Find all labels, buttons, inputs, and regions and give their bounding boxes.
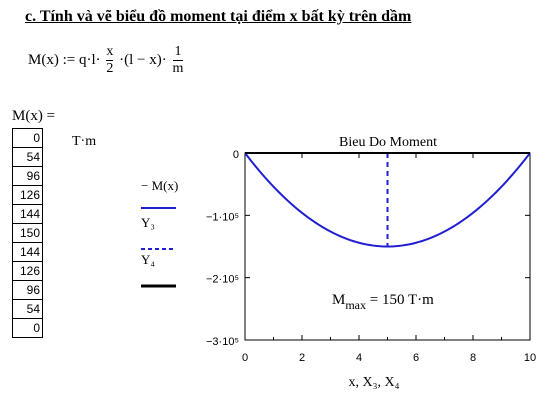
legend-label-1: − M(x) [141, 178, 178, 193]
fraction-bar [106, 60, 114, 61]
result-cell[interactable]: 126 [12, 261, 43, 281]
formula-assign: := [62, 51, 76, 68]
fraction-denominator: 2 [106, 61, 114, 76]
x-axis-label: x, X₃, X₄ [349, 375, 400, 390]
x-tick-label: 10 [524, 352, 536, 364]
fraction-denominator: m [172, 61, 184, 76]
max-moment-annotation: Mmax = 150 T·m [332, 292, 434, 312]
formula-fraction-1-over-m: 1 m [172, 44, 184, 77]
formula-fraction-x-over-2: x 2 [106, 44, 114, 77]
y-tick-label: −1·10⁵ [206, 211, 239, 223]
x-tick-label: 2 [299, 352, 305, 364]
legend-label-2: Y₃ [141, 215, 155, 230]
result-row: 150 [12, 223, 43, 243]
y-tick-label: −2·10⁵ [206, 274, 239, 286]
unit-label: T·m [72, 134, 97, 149]
result-row: 126 [12, 261, 43, 281]
result-row: 96 [12, 280, 43, 300]
result-cell[interactable]: 96 [12, 280, 43, 300]
result-cell[interactable]: 0 [12, 318, 43, 338]
y-tick-label: 0 [233, 149, 239, 161]
fraction-bar [172, 60, 184, 61]
result-cell[interactable]: 96 [12, 166, 43, 186]
fraction-numerator: x [106, 44, 114, 59]
y-tick-label: −3·10⁵ [206, 336, 239, 348]
result-row: 126 [12, 185, 43, 205]
formula-lhs: M(x) [28, 51, 59, 68]
x-tick-label: 8 [470, 352, 476, 364]
result-row: 96 [12, 166, 43, 186]
formula-part-2: ·(l − x)· [119, 51, 167, 68]
result-cell[interactable]: 150 [12, 223, 43, 243]
result-label: M(x) = [12, 108, 56, 124]
section-heading: c. Tính và vẽ biểu đồ moment tại điểm x … [25, 8, 412, 25]
x-tick-label: 4 [356, 352, 362, 364]
legend-label-3: Y₄ [141, 252, 155, 267]
fraction-numerator: 1 [174, 44, 182, 59]
x-tick-label: 6 [413, 352, 419, 364]
moment-formula: M(x) := q·l· x 2 ·(l − x)· 1 m [28, 44, 185, 77]
formula-part-1: q·l· [78, 51, 101, 68]
result-cell[interactable]: 126 [12, 185, 43, 205]
result-row: 0 [12, 318, 43, 338]
x-tick-label: 0 [242, 352, 248, 364]
chart-title: Bieu Do Moment [339, 135, 437, 150]
